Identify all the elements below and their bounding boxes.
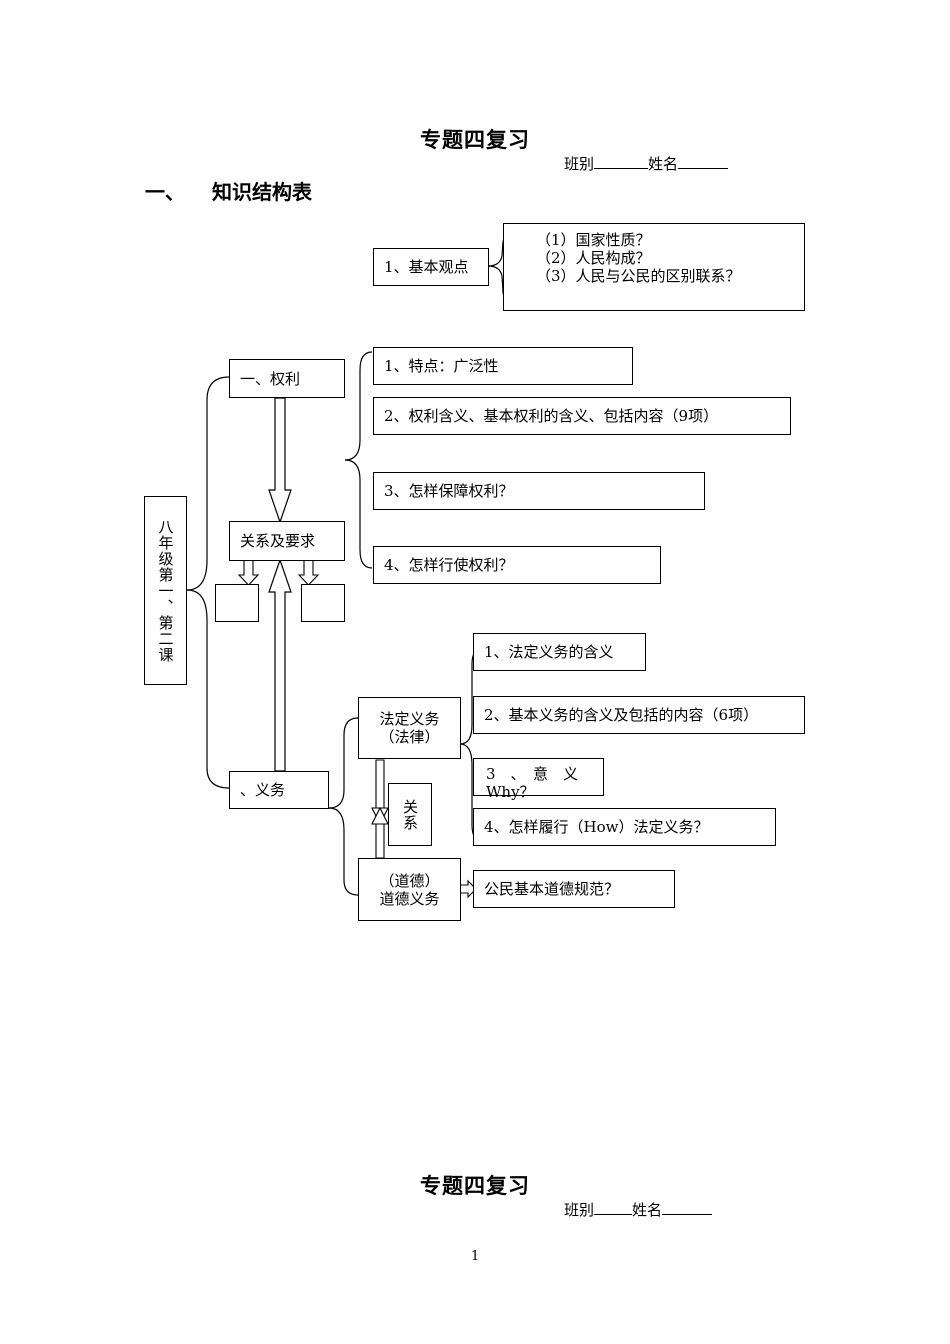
arrow-relation-left	[237, 559, 260, 586]
section-title: 知识结构表	[212, 180, 312, 204]
rights-item-3: 3、怎样保障权利？	[373, 472, 705, 510]
rights-item-1: 1、特点：广泛性	[373, 347, 633, 385]
brace-duty-top	[328, 717, 359, 809]
legal-duty-line1: 法定义务	[379, 710, 440, 728]
moral-item: 公民基本道德规范？	[473, 870, 675, 908]
duty-box: 、义务	[229, 771, 329, 809]
page2-class-name-line: 班别 姓名	[564, 1199, 713, 1220]
arrow-moral-up-head	[371, 806, 389, 825]
section-number: 一、	[145, 180, 185, 204]
page2-class-blank[interactable]	[594, 1214, 633, 1215]
root-box: 八年级第一、第二课	[144, 496, 187, 685]
rights-item-4: 4、怎样行使权利？	[373, 546, 661, 584]
basic-view-questions: （1）国家性质？ （2）人民构成？ （3）人民与公民的区别联系？	[503, 223, 805, 311]
class-name-line: 班别 姓名	[564, 153, 729, 174]
name-blank[interactable]	[678, 168, 729, 169]
rights-item-2: 2、权利含义、基本权利的含义、包括内容（9项）	[373, 397, 791, 435]
legal-duty-line2: （法律）	[379, 728, 440, 746]
relation-box: 关系及要求	[229, 521, 345, 561]
basic-view-q2: （2）人民构成？	[536, 249, 651, 267]
page2-name-label: 姓名	[632, 1201, 663, 1219]
arrow-duty-relation	[268, 558, 292, 772]
legal-item-4: 4、怎样履行（How）法定义务？	[473, 808, 776, 846]
relation-blank-right[interactable]	[301, 584, 345, 622]
legal-item-3-text: 3 、 意 义	[486, 765, 579, 783]
arrow-rights-relation	[268, 397, 292, 524]
name-label: 姓名	[648, 155, 679, 173]
arrow-moral-norms	[459, 879, 477, 899]
legal-item-2: 2、基本义务的含义及包括的内容（6项）	[473, 696, 805, 734]
brace-rights-top	[344, 351, 373, 461]
moral-duty-line1: （道德）	[379, 871, 440, 890]
root-label: 八年级第一、第二课	[156, 518, 175, 663]
page-title: 专题四复习	[420, 127, 530, 152]
brace-rights-bottom	[344, 459, 373, 569]
class-label: 班别	[564, 155, 595, 173]
rights-box: 一、权利	[229, 359, 345, 398]
relation-small-label: 关系	[401, 798, 419, 831]
legal-duty-box: 法定义务 （法律）	[358, 697, 461, 759]
brace-root-bottom	[186, 589, 230, 789]
basic-view-q1: （1）国家性质？	[536, 231, 651, 249]
brace-duty-bottom	[328, 807, 359, 896]
relation-blank-left[interactable]	[215, 584, 259, 622]
arrow-relation-right	[297, 559, 320, 586]
page2-name-blank[interactable]	[662, 1214, 713, 1215]
page-number: 1	[471, 1249, 480, 1264]
legal-item-1: 1、法定义务的含义	[473, 633, 646, 671]
basic-view-box: 1、基本观点	[373, 248, 489, 286]
moral-duty-line2: 道德义务	[379, 889, 440, 908]
legal-item-3-why: Why？	[486, 783, 535, 801]
basic-view-q3: （3）人民与公民的区别联系？	[536, 267, 741, 285]
arrow-moral-up	[375, 823, 385, 859]
legal-item-3: 3 、 意 义 Why？	[473, 758, 604, 801]
class-blank[interactable]	[594, 168, 649, 169]
page2-class-label: 班别	[564, 1201, 595, 1219]
arrow-legal-down	[375, 759, 385, 809]
relation-small-box: 关系	[388, 783, 432, 846]
moral-duty-box: （道德） 道德义务	[358, 858, 461, 921]
brace-root-top	[186, 376, 230, 591]
page2-title: 专题四复习	[420, 1173, 530, 1198]
